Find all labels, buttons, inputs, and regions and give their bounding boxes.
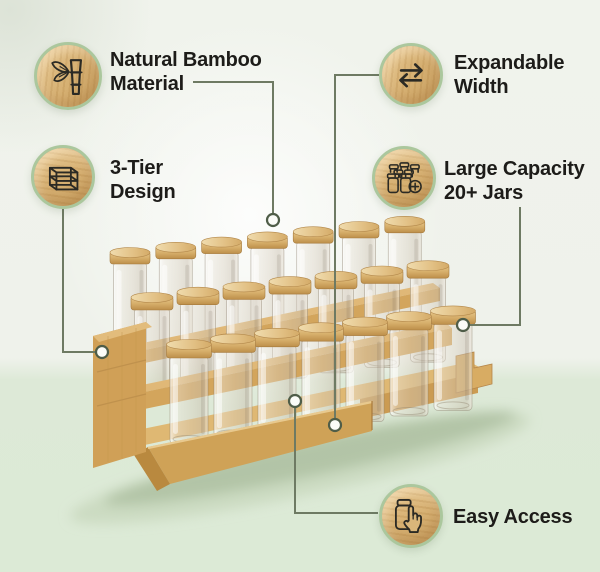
jar-lid-top bbox=[109, 247, 151, 258]
jar-glass-shade bbox=[245, 358, 249, 429]
jar bbox=[210, 333, 256, 439]
connector-dot-large-capacity bbox=[455, 317, 471, 333]
callout-3-tier-design: 3-Tier Design bbox=[110, 156, 176, 204]
jar-glass-highlight bbox=[116, 270, 122, 347]
jar-lid-top bbox=[406, 260, 450, 272]
jar bbox=[166, 339, 212, 445]
base-front-face bbox=[148, 401, 372, 484]
expand-width-icon bbox=[379, 43, 443, 107]
tap-jar-icon bbox=[379, 484, 443, 548]
jar-lid-top bbox=[247, 231, 288, 243]
callout-text-line: Expandable bbox=[454, 52, 565, 74]
jar-lid-top bbox=[338, 221, 380, 232]
jar-glass-shade bbox=[289, 352, 293, 423]
connector-expandable-width bbox=[334, 74, 379, 418]
jar-glass-highlight bbox=[261, 352, 266, 423]
connector-easy-access bbox=[294, 408, 378, 514]
jar-lid-top bbox=[360, 265, 404, 277]
jar-lid-top bbox=[130, 292, 174, 303]
jar-lid-top bbox=[166, 339, 212, 350]
callout-text-line: Large Capacity bbox=[444, 158, 585, 180]
left-wall-steps bbox=[96, 359, 147, 407]
connector-dots bbox=[94, 212, 471, 433]
callout-natural-bamboo: Natural Bamboo Material bbox=[110, 48, 262, 96]
callout-text-line: Natural Bamboo bbox=[110, 49, 262, 71]
callout-easy-access: Easy Access bbox=[453, 505, 573, 529]
three-tier-shelf-icon bbox=[31, 145, 95, 209]
left-wall bbox=[93, 322, 146, 468]
jar-lid-top bbox=[298, 322, 344, 334]
callout-text-line: Easy Access bbox=[453, 506, 573, 528]
jar-bottom bbox=[392, 407, 426, 415]
connector-3-tier bbox=[62, 209, 95, 353]
jar-lid-top bbox=[210, 333, 256, 345]
callout-large-capacity: Large Capacity 20+ Jars bbox=[444, 157, 585, 205]
connectors bbox=[62, 74, 521, 514]
jar bbox=[430, 305, 476, 411]
bamboo-icon bbox=[34, 42, 102, 110]
connector-large-capacity bbox=[470, 207, 521, 326]
callout-text-line: Width bbox=[454, 76, 509, 98]
jar-glass-shade bbox=[465, 330, 469, 401]
jar-glass-shade bbox=[201, 364, 205, 434]
left-wall-top bbox=[93, 322, 152, 342]
jar bbox=[386, 311, 432, 417]
jar bbox=[254, 327, 300, 434]
jar-glass-highlight bbox=[393, 336, 398, 406]
callout-text-line: Design bbox=[110, 181, 176, 203]
jar-lid-top bbox=[201, 236, 242, 248]
jar-lid-top bbox=[384, 216, 426, 227]
jar-glass-highlight bbox=[173, 364, 178, 434]
connector-dot-expandable-width bbox=[327, 417, 343, 433]
jar-lid-top bbox=[222, 281, 266, 293]
jar-glass-shade bbox=[421, 336, 425, 406]
jar-lid-top bbox=[292, 226, 334, 237]
jar-glass-shade bbox=[162, 316, 167, 384]
connector-dot-easy-access bbox=[287, 393, 303, 409]
callout-text-line: Material bbox=[110, 73, 184, 95]
jar bbox=[342, 316, 388, 423]
jar-lid-top bbox=[342, 316, 388, 328]
jar-glass-highlight bbox=[217, 358, 222, 429]
jar-lid-top bbox=[386, 311, 432, 322]
connector-dot-natural-bamboo bbox=[265, 212, 281, 228]
connector-natural-bamboo bbox=[193, 81, 274, 213]
jar-glass-highlight bbox=[349, 341, 354, 412]
jars-plus-icon bbox=[372, 146, 436, 210]
jar-lid-top bbox=[155, 242, 197, 253]
jar-glass-shade bbox=[377, 341, 381, 412]
callout-expandable-width: Expandable Width bbox=[454, 51, 564, 99]
jar-lid-top bbox=[268, 276, 312, 287]
callout-text-line: 3-Tier bbox=[110, 157, 163, 179]
jar-lid-top bbox=[254, 327, 300, 339]
jar-glass-highlight bbox=[305, 347, 310, 418]
rack-shadow bbox=[70, 410, 530, 525]
jar-lid-top bbox=[430, 305, 476, 317]
jar-glass-highlight bbox=[437, 330, 442, 401]
callout-text-line: 20+ Jars bbox=[444, 182, 524, 204]
jar-bottom bbox=[436, 401, 470, 410]
base-left-end bbox=[134, 447, 170, 491]
connector-dot-3-tier bbox=[94, 344, 110, 360]
left-wall-grain bbox=[107, 328, 137, 462]
jar-lid-top bbox=[176, 286, 220, 298]
